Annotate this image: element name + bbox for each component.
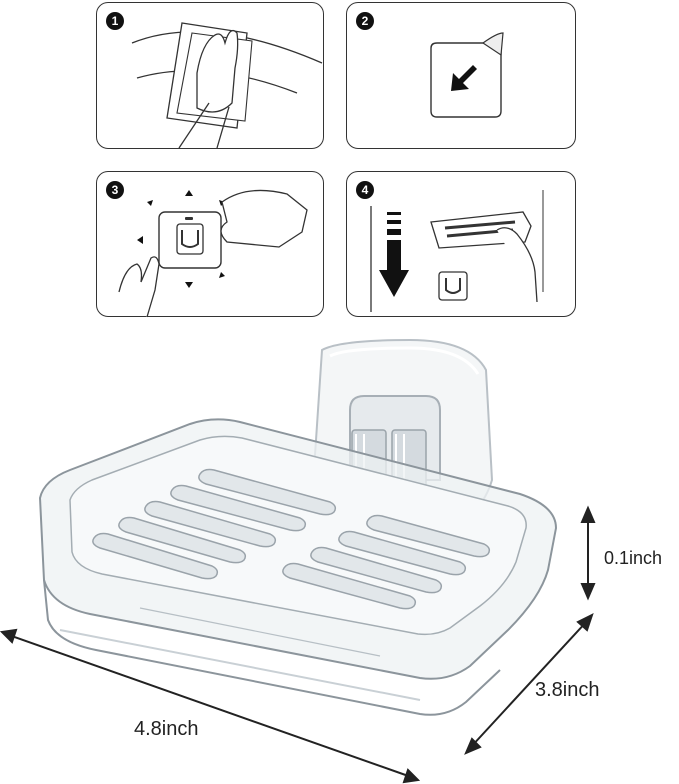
mount-dish-illustration [370,190,544,312]
width-dimension-label: 3.8inch [535,679,600,701]
step-3-badge: 3 [106,181,124,199]
wipe-surface-illustration [131,22,323,149]
length-dimension-label: 4.8inch [134,718,199,740]
step-3-panel: 3 [96,171,324,318]
press-hook-illustration [118,189,308,318]
step-4-panel: 4 [346,171,576,317]
step-4-badge: 4 [356,181,374,199]
peel-film-illustration [430,32,504,118]
step-1-panel: 1 [96,2,324,149]
soap-dish-product-image [0,338,596,784]
step-1-badge: 1 [106,12,124,30]
step-2-badge: 2 [356,12,374,30]
height-dimension-label: 0.1inch [604,548,663,568]
step-2-panel: 2 [346,2,576,149]
